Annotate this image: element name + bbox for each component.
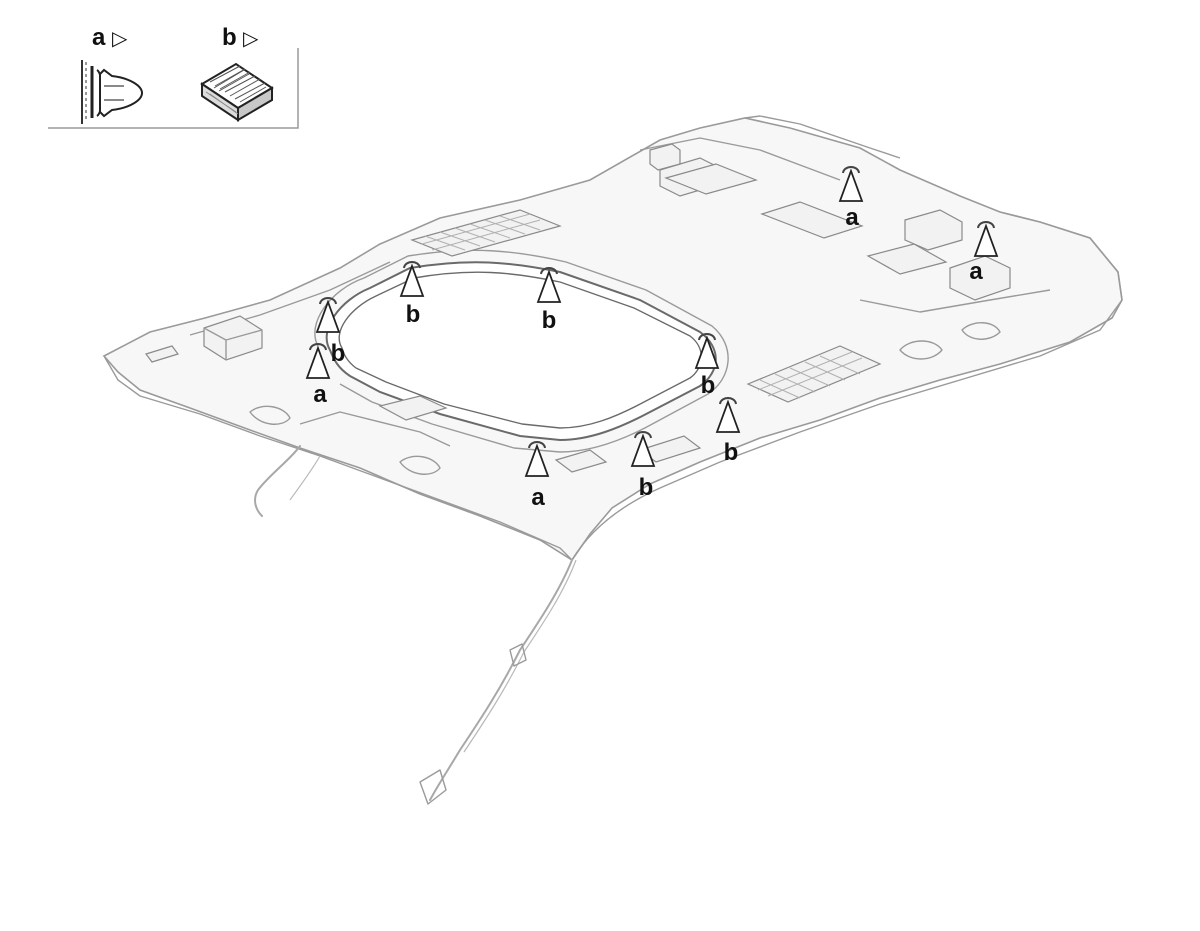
rear-reading-lamp <box>203 315 263 361</box>
callout-triangle-icon <box>973 223 999 257</box>
callout-b-7: b <box>694 333 720 399</box>
callout-a-6: a <box>305 343 331 408</box>
callout-label: b <box>724 439 739 466</box>
callout-triangle-icon <box>399 263 425 297</box>
fastener-location-mark <box>719 397 737 405</box>
callout-triangle-icon <box>536 269 562 303</box>
callout-triangle-icon <box>694 335 720 369</box>
callout-label: a <box>845 204 859 231</box>
fastener-location-mark <box>977 221 995 229</box>
vent-grid-right <box>746 345 882 403</box>
sun-visor-pad-left <box>760 201 864 239</box>
callout-triangle-icon <box>524 443 550 477</box>
legend: a ▷ b ▷ <box>48 24 299 129</box>
fastener-location-mark <box>309 343 327 351</box>
callout-triangle-icon <box>838 168 864 202</box>
callout-label: a <box>969 258 983 285</box>
fastener-location-mark <box>634 431 652 439</box>
push-pin-clip-icon <box>81 60 144 124</box>
callout-label: b <box>406 301 421 328</box>
wiring-harness <box>254 445 577 805</box>
callout-label: b <box>701 372 716 399</box>
sunroof-opening <box>325 261 717 442</box>
callout-a-9: a <box>524 441 550 511</box>
callout-label: b <box>331 340 346 367</box>
fastener-location-mark <box>319 297 337 305</box>
callout-label: b <box>639 474 654 501</box>
sun-visor-pad-right <box>664 163 948 275</box>
legend-item-b: b ▷ <box>200 24 274 122</box>
fastener-location-mark <box>540 267 558 275</box>
fastener-location-mark <box>698 333 716 341</box>
vent-grid-left <box>410 209 562 257</box>
callout-b-8: b <box>715 397 741 466</box>
callout-triangle-icon <box>305 345 331 379</box>
callout-b-4: b <box>536 267 562 334</box>
legend-letter-a: a <box>92 24 106 51</box>
front-console-right <box>904 209 1011 301</box>
callout-triangle-icon <box>630 433 656 467</box>
callout-a-1: a <box>838 166 864 231</box>
fastener-location-mark <box>842 166 860 174</box>
callout-b-10: b <box>630 431 656 501</box>
legend-item-a: a ▷ <box>81 24 144 124</box>
headliner-panel <box>102 115 1123 562</box>
callout-label: b <box>542 307 557 334</box>
callout-b-5: b <box>315 297 346 367</box>
callout-triangle-icon <box>315 299 341 333</box>
legend-letter-b: b <box>222 24 237 51</box>
callout-b-3: b <box>399 261 425 328</box>
fastener-location-mark <box>528 441 546 449</box>
callout-a-2: a <box>969 221 999 285</box>
callout-label: a <box>531 484 545 511</box>
fastener-location-mark <box>403 261 421 269</box>
legend-arrow-b: ▷ <box>243 28 259 50</box>
adhesive-pad-icon <box>200 62 274 122</box>
callout-label: a <box>313 381 327 408</box>
callout-triangle-icon <box>715 399 741 433</box>
legend-arrow-a: ▷ <box>112 28 128 50</box>
